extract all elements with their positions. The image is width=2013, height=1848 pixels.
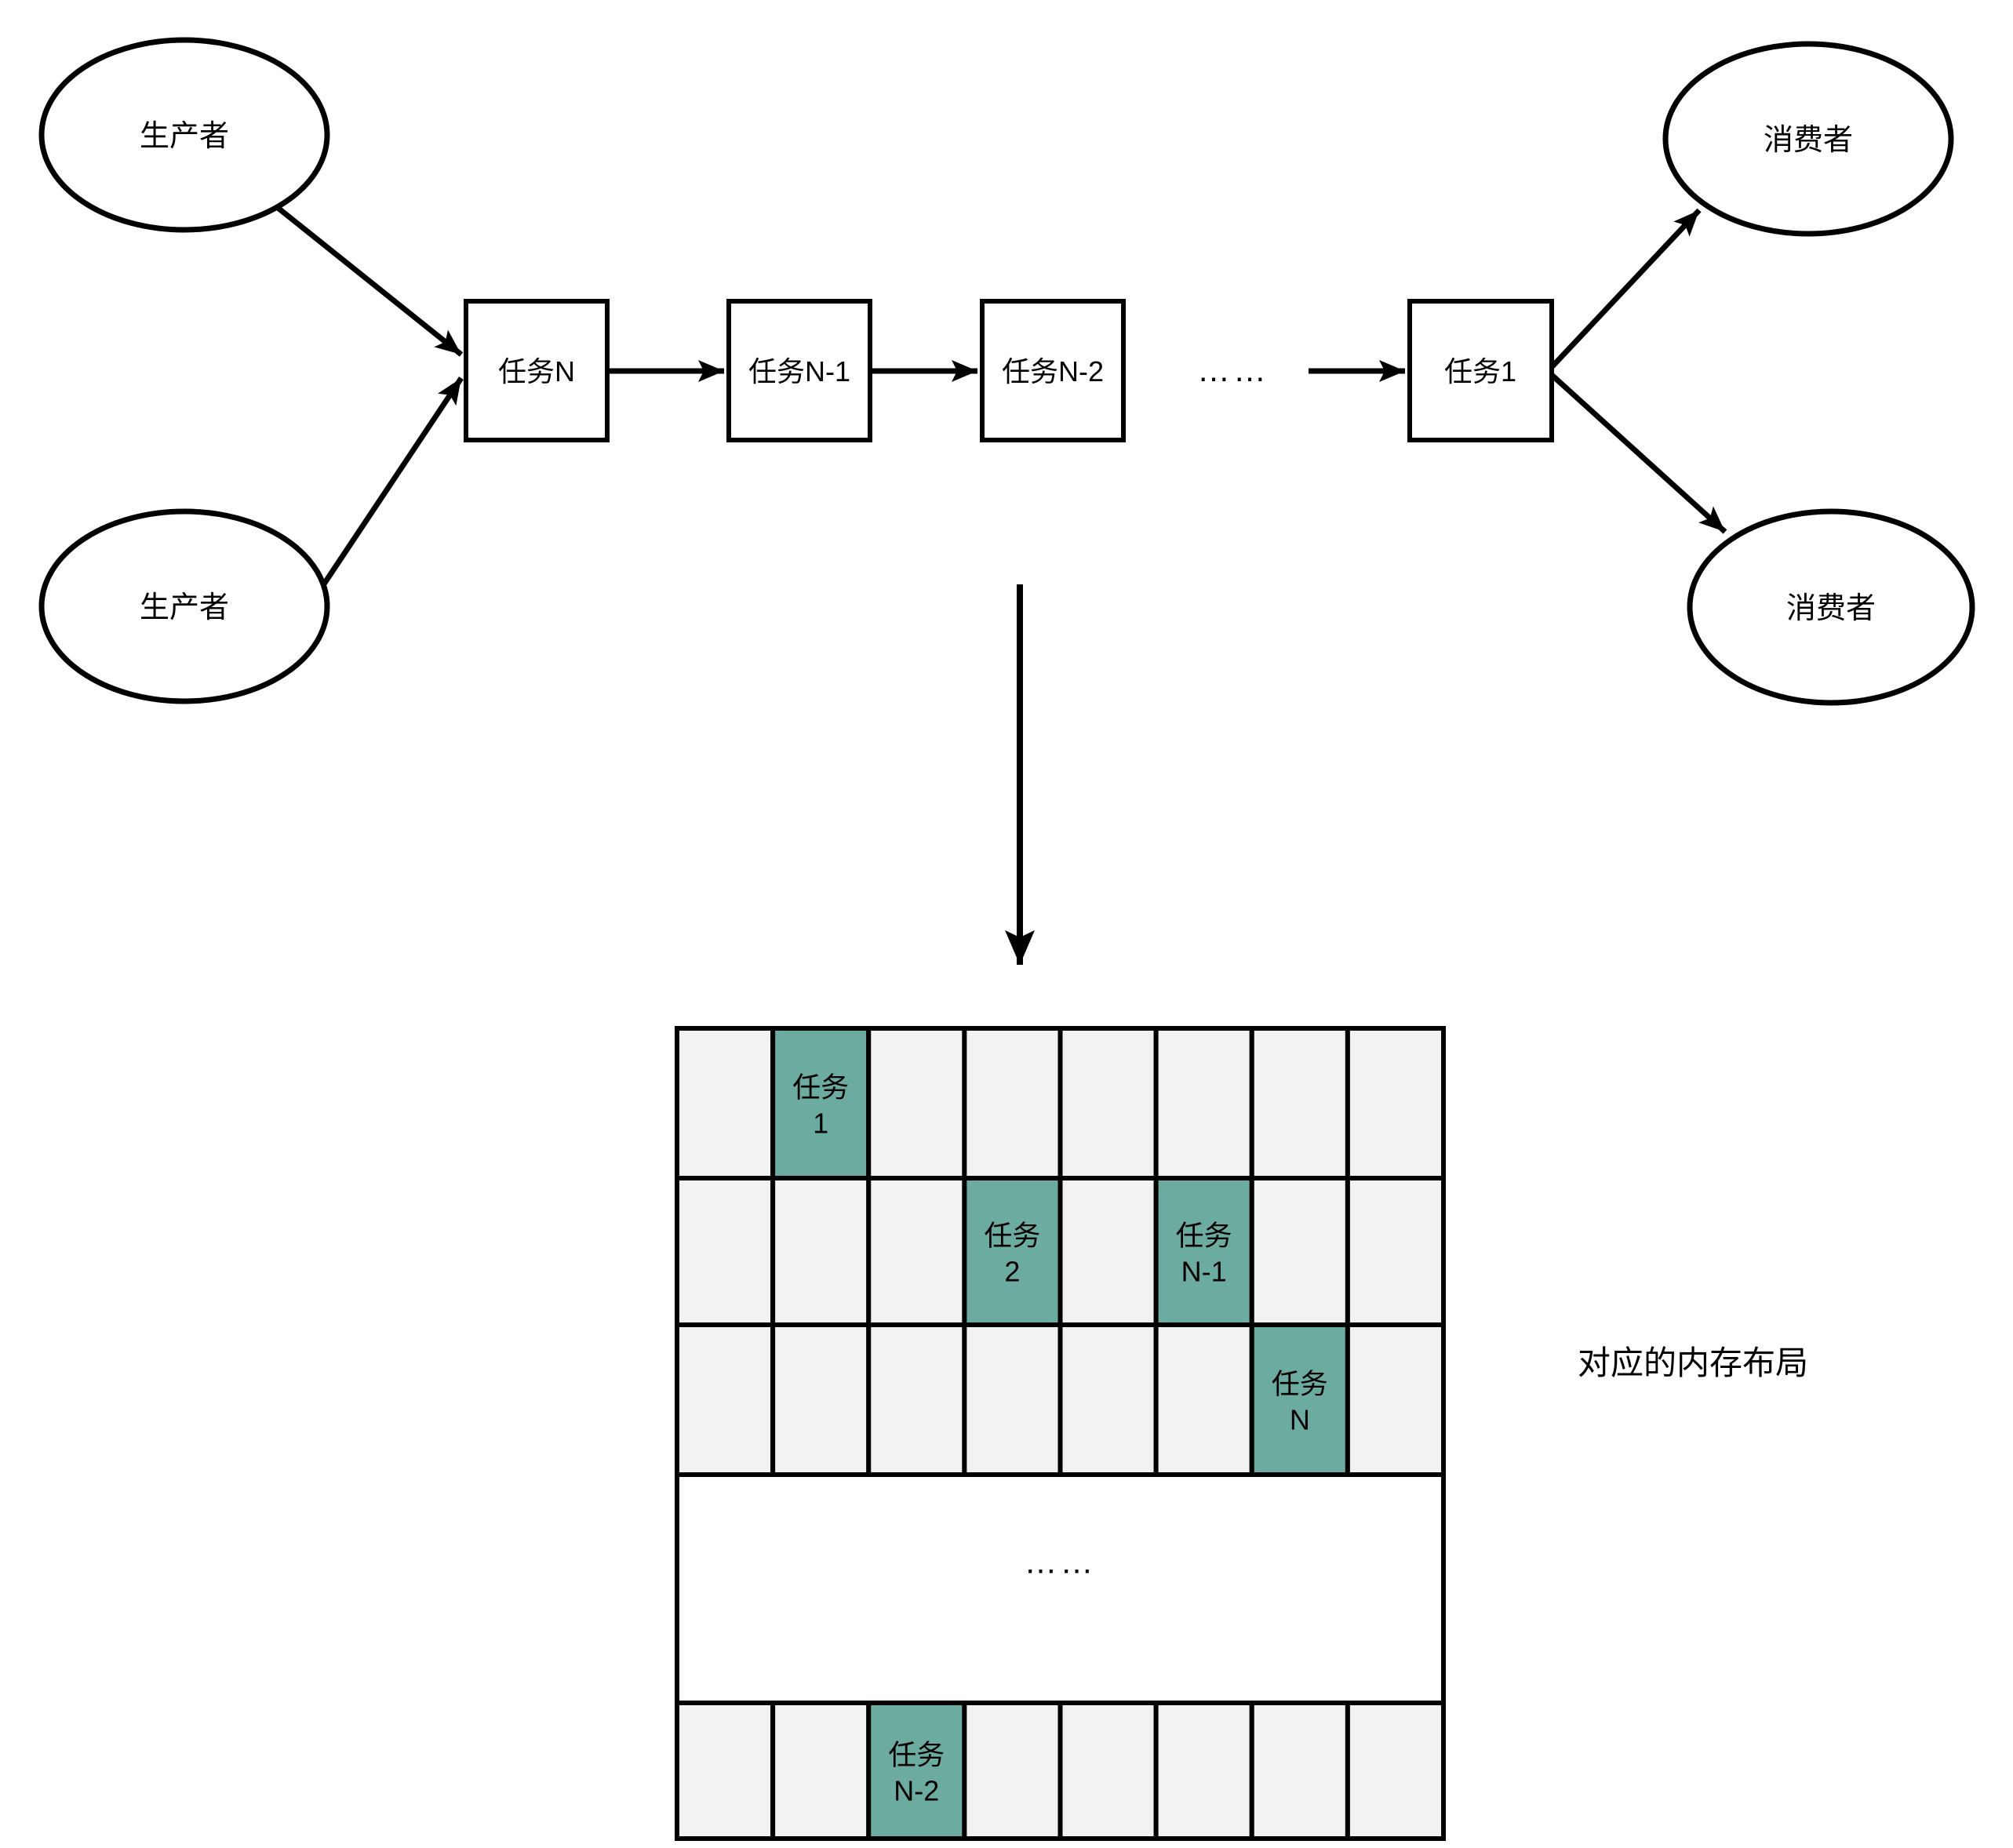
memory-cell: [1057, 1176, 1159, 1327]
memory-cell: [962, 1026, 1063, 1180]
memory-cell: [866, 1176, 967, 1327]
memory-layout-caption: 对应的内存布局: [1578, 1344, 1808, 1381]
memory-cell-highlight: [866, 1701, 967, 1841]
memory-cell: [1153, 1322, 1254, 1477]
memory-cell-highlight: [1249, 1322, 1350, 1477]
task1-box: [1407, 299, 1554, 442]
taskN-label: 任务N: [498, 355, 575, 387]
memory-cell: [675, 1176, 776, 1327]
memory-cell: [1153, 1701, 1254, 1841]
memory-cell-highlight: [1153, 1176, 1254, 1327]
consumer-1-label: 消费者: [1764, 124, 1853, 157]
producer-1-label: 生产者: [140, 120, 229, 153]
memory-cell: [1057, 1322, 1159, 1477]
memory-cell: [1249, 1701, 1350, 1841]
producer-2-ellipse: [38, 508, 330, 704]
memory-cell-highlight: [962, 1176, 1063, 1327]
taskN-2-label: 任务N-2: [1002, 355, 1104, 387]
memory-cell-highlight: [770, 1026, 872, 1180]
producer-1-ellipse: [38, 37, 330, 233]
memory-cell: [675, 1026, 776, 1180]
memory-cell: [866, 1026, 967, 1180]
memory-cell: [1153, 1026, 1254, 1180]
memory-cell: [1345, 1322, 1446, 1477]
memory-cell: [1345, 1026, 1446, 1180]
memory-cell: [770, 1701, 872, 1841]
memory-cell: [1057, 1701, 1159, 1841]
consumer-1-ellipse: [1662, 41, 1954, 237]
consumer-2-label: 消费者: [1786, 592, 1876, 625]
memory-cell: [1345, 1176, 1446, 1327]
memory-ellipsis-row: [675, 1472, 1446, 1705]
taskN-1-box: [726, 299, 872, 442]
pipeline-ellipsis: ……: [1197, 351, 1269, 388]
memory-cell: [675, 1701, 776, 1841]
memory-cell: [1249, 1176, 1350, 1327]
memory-cell: [1249, 1026, 1350, 1180]
taskN-1-label: 任务N-1: [748, 355, 850, 387]
producer-2-label: 生产者: [140, 591, 229, 624]
memory-cell: [1057, 1026, 1159, 1180]
memory-cell: [1345, 1701, 1446, 1841]
memory-cell: [770, 1322, 872, 1477]
memory-cell: [962, 1322, 1063, 1477]
consumer-2-ellipse: [1687, 508, 1975, 706]
memory-cell: [962, 1701, 1063, 1841]
task1-label: 任务1: [1444, 355, 1516, 387]
memory-cell: [675, 1322, 776, 1477]
memory-ellipsis-label: ……: [1025, 1544, 1097, 1581]
memory-cell: [770, 1176, 872, 1327]
memory-cell: [866, 1322, 967, 1477]
arrow-task1-to-consumer2: [1549, 373, 1727, 534]
taskN-2-box: [980, 299, 1126, 442]
arrow-producer2-to-taskN: [318, 377, 464, 591]
arrow-task1-to-consumer1: [1549, 208, 1702, 369]
taskN-box: [464, 299, 610, 442]
arrow-producer1-to-taskN: [275, 205, 464, 357]
